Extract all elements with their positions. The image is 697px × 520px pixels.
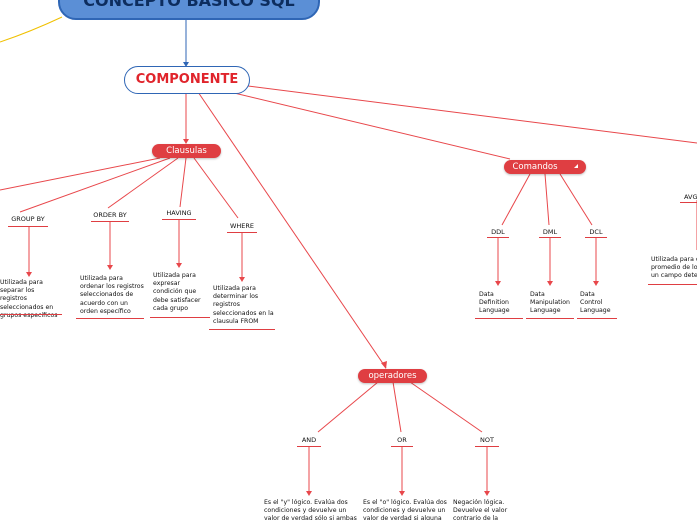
ddl-underline [487,237,509,238]
where-description: Utilizada para determinar los registros … [213,285,274,325]
having-desc-underline [150,317,210,318]
having-description: Utilizada para expresar condición que de… [153,272,201,312]
or-description: Es el "o" lógico. Evalúa dos condiciones… [363,499,447,520]
and-underline [297,446,321,447]
avg-desc-underline [648,284,697,285]
clausulas-node[interactable]: Clausulas [152,144,221,158]
order-by-description: Utilizada para ordenar los registros sel… [80,275,144,315]
group-by-desc-underline [0,314,62,315]
dml-underline [539,237,561,238]
clausulas-label: Clausulas [166,146,207,156]
order-by-desc-underline [76,318,144,319]
or-label[interactable]: OR [397,436,407,444]
not-underline [475,446,499,447]
not-label[interactable]: NOT [480,436,494,444]
dcl-desc-underline [577,318,617,319]
root-topic-node[interactable]: CONCEPTO BÁSICO SQL [58,0,320,20]
group-by-description: Utilizada para separar los registros sel… [0,279,58,319]
and-label[interactable]: AND [301,436,317,444]
group-by-label[interactable]: GROUP BY [11,215,45,223]
comandos-node[interactable]: Comandos [504,160,586,174]
having-label[interactable]: HAVING [166,209,192,217]
comandos-label: Comandos [512,162,558,172]
not-description: Negación lógica. Devuelve el valor contr… [453,499,508,520]
order-by-underline [91,221,129,222]
having-underline [162,219,196,220]
dml-desc-underline [526,318,574,319]
operadores-label: operadores [368,371,417,381]
where-desc-underline [209,329,275,330]
where-label[interactable]: WHERE [229,222,255,230]
componente-label: COMPONENTE [135,72,239,87]
root-topic-label: CONCEPTO BÁSICO SQL [83,0,295,10]
dcl-underline [585,237,607,238]
dcl-description: Data Control Language [580,291,611,315]
or-underline [391,446,413,447]
avg-description: Utilizada para ca promedio de los un cam… [651,256,697,280]
order-by-label[interactable]: ORDER BY [93,211,127,219]
group-by-underline [8,226,48,227]
where-underline [227,232,257,233]
avg-underline [680,202,697,203]
dcl-label[interactable]: DCL [589,228,603,236]
operadores-node[interactable]: operadores [358,369,427,383]
ddl-label[interactable]: DDL [491,228,505,236]
ddl-description: Data Definition Language [479,291,510,315]
avg-label[interactable]: AVG [684,193,697,201]
dml-description: Data Manipulation Language [530,291,570,315]
ddl-desc-underline [475,318,523,319]
collapse-corner-icon[interactable] [574,164,578,168]
and-description: Es el "y" lógico. Evalúa dos condiciones… [264,499,357,520]
componente-node[interactable]: COMPONENTE [124,66,250,94]
dml-label[interactable]: DML [542,228,558,236]
